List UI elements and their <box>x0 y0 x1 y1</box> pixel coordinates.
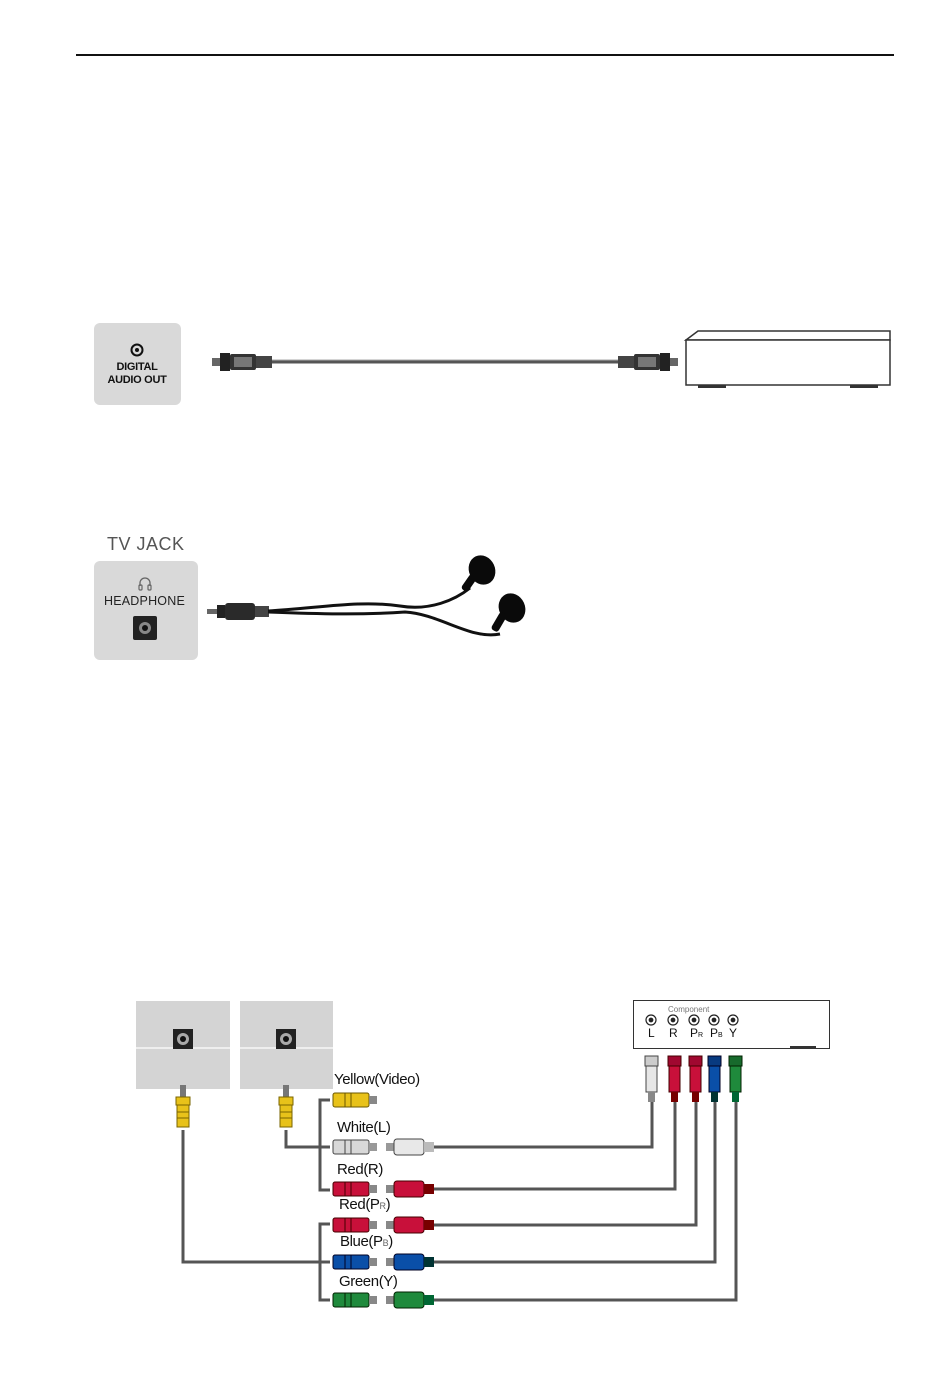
device-plug-red-pr <box>689 1056 702 1102</box>
tv-side-plug-audio <box>279 1085 293 1127</box>
adapter-blue <box>333 1254 434 1270</box>
label-blue-pb: Blue(PB) <box>340 1233 393 1250</box>
adapter-white <box>333 1139 434 1155</box>
device-plug-white <box>645 1056 658 1102</box>
adapter-green <box>333 1292 434 1308</box>
device-plug-red-r <box>668 1056 681 1102</box>
component-cables <box>183 1100 736 1300</box>
adapter-yellow <box>333 1093 377 1107</box>
label-white-l: White(L) <box>337 1119 390 1136</box>
device-plug-green <box>729 1056 742 1102</box>
tv-side-plug-video <box>176 1085 190 1127</box>
adapter-red-r <box>333 1181 434 1197</box>
device-plug-blue <box>708 1056 721 1102</box>
label-green-y: Green(Y) <box>339 1273 398 1290</box>
component-port-circles <box>646 1015 738 1025</box>
label-red-r: Red(R) <box>337 1161 383 1178</box>
label-yellow-video: Yellow(Video) <box>334 1071 420 1088</box>
label-red-pr: Red(PR) <box>339 1196 390 1213</box>
adapter-red-pr <box>333 1217 434 1233</box>
